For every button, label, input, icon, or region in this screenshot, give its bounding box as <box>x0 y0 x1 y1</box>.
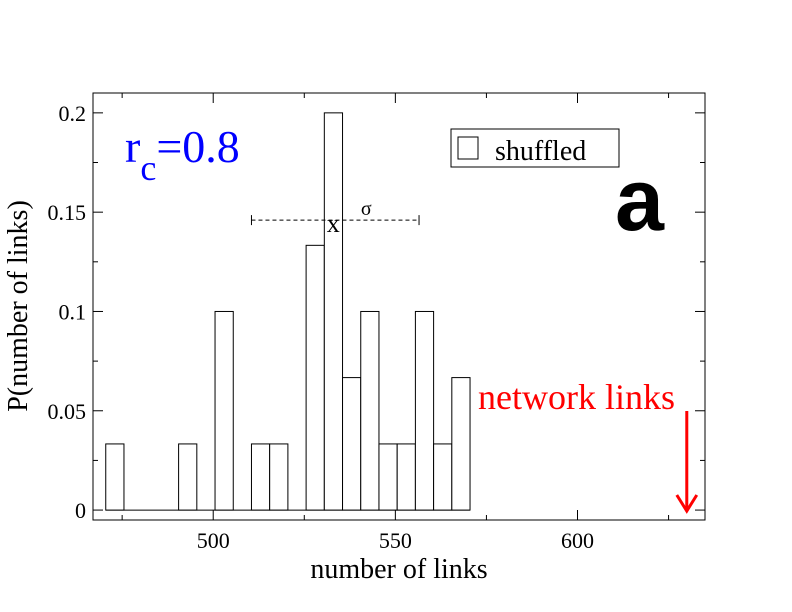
arrow-head <box>675 494 699 514</box>
plot-area-frame <box>92 92 706 521</box>
axis-tick-labels: 500 550 600 0 0.05 0.1 0.15 0.2 <box>48 101 595 553</box>
histogram-bar <box>378 443 398 511</box>
parameter-label: rc=0.8 <box>125 121 240 188</box>
y-tick-label: 0.1 <box>59 299 87 324</box>
y-tick-label: 0 <box>75 498 86 523</box>
network-links-label: network links <box>478 377 675 417</box>
histogram-bars <box>105 112 471 511</box>
y-axis-label: P(number of links) <box>3 200 34 412</box>
histogram-bar <box>269 443 289 511</box>
x-tick-label: 600 <box>561 528 594 553</box>
histogram-bar <box>323 112 344 511</box>
histogram-bar <box>214 310 234 511</box>
histogram-bar <box>451 377 471 511</box>
histogram-bar <box>360 310 380 511</box>
x-axis-label: number of links <box>310 554 487 585</box>
parameter-value: =0.8 <box>156 121 239 172</box>
legend-swatch <box>457 136 479 160</box>
legend-frame <box>450 128 620 168</box>
x-tick-label: 550 <box>379 528 412 553</box>
x-tick-label: 500 <box>197 528 230 553</box>
panel-letter: a <box>615 150 665 249</box>
network-links-arrow <box>675 411 699 514</box>
histogram-bar <box>105 443 125 511</box>
histogram-bar <box>305 244 325 511</box>
histogram-bar <box>414 310 435 511</box>
parameter-base: r <box>125 121 140 172</box>
y-tick-label: 0.15 <box>48 200 87 225</box>
sigma-label: σ <box>361 198 372 220</box>
parameter-subscript: c <box>140 148 156 188</box>
histogram-bar <box>396 443 416 511</box>
y-tick-label: 0.2 <box>59 101 87 126</box>
histogram-bar <box>250 443 271 511</box>
legend-entry-label: shuffled <box>495 136 586 167</box>
y-tick-label: 0.05 <box>48 399 87 424</box>
histogram-bar <box>342 377 362 511</box>
axis-ticks <box>93 93 705 520</box>
mean-marker: x <box>327 209 340 238</box>
histogram-bar <box>433 443 453 511</box>
legend-box: shuffled <box>450 128 620 168</box>
histogram-bar <box>178 443 198 511</box>
